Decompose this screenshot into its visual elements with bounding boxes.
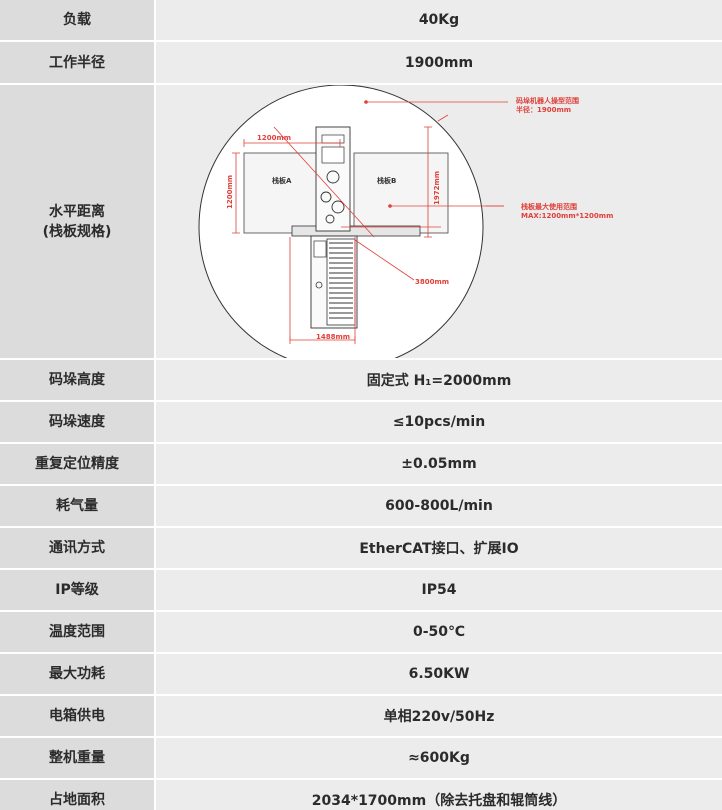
conveyor-rollers	[329, 242, 353, 319]
conveyor-sensor	[315, 281, 323, 289]
spec-label: 水平距离 (栈板规格)	[0, 85, 154, 358]
spec-label: 负载	[0, 0, 154, 40]
spec-label-line-2: (栈板规格)	[42, 223, 112, 240]
spec-row-diagram: 水平距离 (栈板规格) 栈板A 栈板B	[0, 85, 722, 360]
spec-value: 6.50KW	[156, 654, 722, 694]
spec-label: 工作半径	[0, 42, 154, 83]
layout-diagram: 栈板A 栈板B	[156, 85, 722, 358]
spec-label: IP等级	[0, 570, 154, 610]
spec-row: 工作半径 1900mm	[0, 42, 722, 85]
robot-joint	[331, 200, 345, 214]
dim-1972: 1972mm	[433, 171, 441, 205]
spec-value: ≤10pcs/min	[156, 402, 722, 442]
spec-row: 重复定位精度 ±0.05mm	[0, 444, 722, 486]
robot-joint	[320, 191, 332, 203]
spec-label: 电箱供电	[0, 696, 154, 736]
spec-value: 40Kg	[156, 0, 722, 40]
spec-label: 通讯方式	[0, 528, 154, 568]
spec-row: 占地面积 2034*1700mm（除去托盘和辊筒线）	[0, 780, 722, 810]
spec-value: 固定式 H₁=2000mm	[156, 360, 722, 400]
spec-label: 码垛速度	[0, 402, 154, 442]
spec-row: 温度范围 0-50℃	[0, 612, 722, 654]
note-pallet-line-2: MAX:1200mm*1200mm	[521, 212, 613, 220]
dim-1488: 1488mm	[316, 333, 350, 341]
spec-label: 温度范围	[0, 612, 154, 652]
note-radius-line-2: 半径：1900mm	[516, 105, 571, 114]
conveyor-bed	[326, 238, 356, 326]
spec-row: 通讯方式 EtherCAT接口、扩展IO	[0, 528, 722, 570]
spec-row: 负载 40Kg	[0, 0, 722, 42]
spec-value: EtherCAT接口、扩展IO	[156, 528, 722, 568]
spec-row: 电箱供电 单相220v/50Hz	[0, 696, 722, 738]
dim-3800: 3800mm	[415, 278, 449, 286]
spec-value: ±0.05mm	[156, 444, 722, 484]
robot-joint	[325, 214, 335, 224]
pallet-a-label: 栈板A	[272, 176, 292, 185]
spec-row: 最大功耗 6.50KW	[0, 654, 722, 696]
spec-row: 耗气量 600-800L/min	[0, 486, 722, 528]
spec-label: 重复定位精度	[0, 444, 154, 484]
spec-label-line-1: 水平距离	[49, 203, 105, 220]
spec-row: 码垛速度 ≤10pcs/min	[0, 402, 722, 444]
robot-head	[321, 134, 345, 144]
note-pallet-line-1: 栈板最大使用范围	[521, 202, 577, 211]
spec-value: 0-50℃	[156, 612, 722, 652]
spec-row: 码垛高度 固定式 H₁=2000mm	[0, 360, 722, 402]
spec-value: 600-800L/min	[156, 486, 722, 526]
robot-joint	[326, 170, 340, 184]
robot-panel	[321, 146, 345, 164]
pallet-b-outline	[353, 152, 449, 234]
pallet-b-label: 栈板B	[377, 176, 396, 185]
spec-value: 单相220v/50Hz	[156, 696, 722, 736]
spec-label: 整机重量	[0, 738, 154, 778]
spec-row: 整机重量 ≈600Kg	[0, 738, 722, 780]
radius-marker	[364, 100, 368, 104]
base-platform	[291, 225, 421, 237]
spec-label: 最大功耗	[0, 654, 154, 694]
spec-label: 占地面积	[0, 780, 154, 810]
spec-value: ≈600Kg	[156, 738, 722, 778]
spec-label: 耗气量	[0, 486, 154, 526]
dim-1200-top: 1200mm	[257, 134, 291, 142]
spec-value: 2034*1700mm（除去托盘和辊筒线）	[156, 780, 722, 810]
spec-value: IP54	[156, 570, 722, 610]
note-radius-line-1: 码垛机器人操型范围	[516, 96, 579, 105]
conveyor-motor	[313, 240, 327, 258]
spec-label: 码垛高度	[0, 360, 154, 400]
layout-diagram-svg: 栈板A 栈板B	[198, 85, 613, 358]
spec-value: 1900mm	[156, 42, 722, 83]
dim-1200-side: 1200mm	[226, 175, 234, 209]
spec-row: IP等级 IP54	[0, 570, 722, 612]
